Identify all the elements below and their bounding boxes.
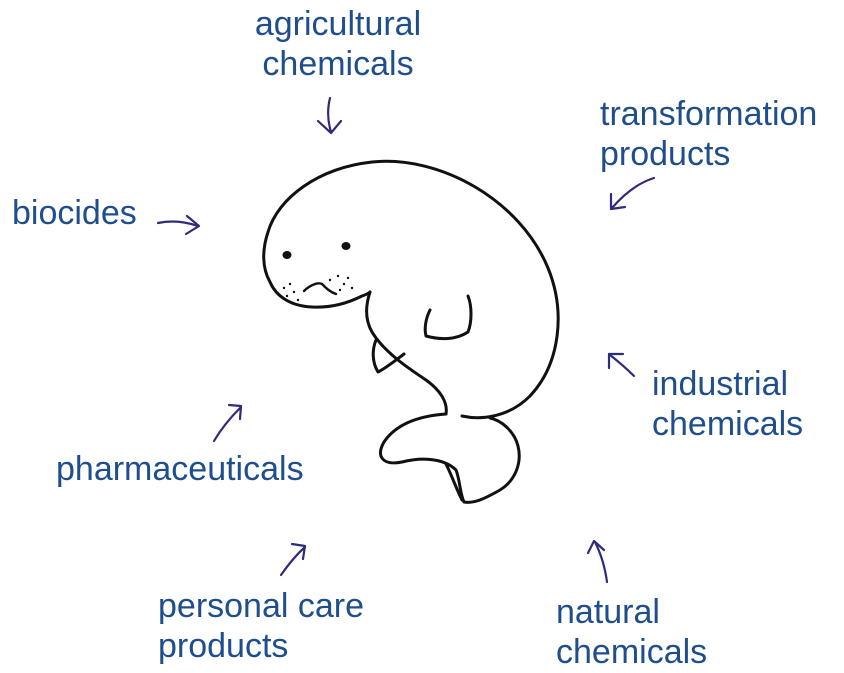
arrow-personal-care-icon [281, 544, 305, 575]
manatee-drawing-icon [264, 161, 558, 502]
arrow-agricultural-icon [318, 98, 341, 133]
arrow-natural-icon [588, 541, 607, 582]
arrow-pharmaceuticals-icon [214, 405, 241, 441]
arrow-transformation-icon [611, 178, 654, 209]
arrow-biocides-icon [158, 216, 199, 234]
arrow-industrial-icon [609, 354, 634, 376]
